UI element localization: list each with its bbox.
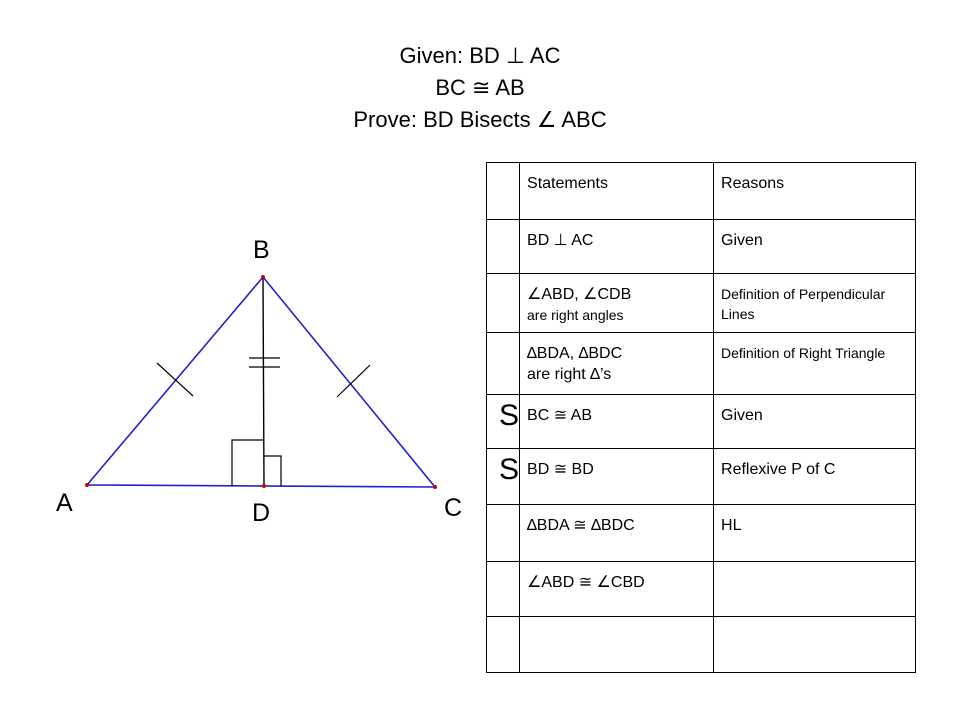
vertex-label-d: D: [252, 499, 270, 527]
mark-cell: S: [485, 394, 521, 449]
mark-cell: [485, 273, 521, 333]
vertex-label-a: A: [56, 489, 73, 517]
side-mark: S: [499, 453, 520, 486]
table-row: ∠ABD ≅ ∠CBD: [485, 561, 917, 617]
side-ac: [86, 484, 436, 488]
right-angle-mark-small: [264, 455, 282, 486]
reason-cell: Given: [713, 394, 917, 449]
statement-cell: BC ≅ AB: [519, 394, 715, 449]
tick-bc: [336, 364, 371, 398]
mark-cell: [485, 616, 521, 673]
mark-cell: [485, 219, 521, 274]
vertex-label-c: C: [444, 494, 462, 522]
mark-cell: S: [485, 448, 521, 505]
side-mark: S: [499, 399, 520, 432]
vertex-a-dot: [85, 483, 89, 487]
vertex-c-dot: [433, 485, 437, 489]
reason-cell: Definition of Right Triangle: [713, 332, 917, 395]
altitude-bd: [262, 276, 265, 487]
proof-table: Statements Reasons BD ⊥ AC Given ∠ABD, ∠…: [485, 162, 917, 673]
statement-cell: BD ≅ BD: [519, 448, 715, 505]
tick-ab: [156, 362, 194, 397]
mark-cell: [485, 162, 521, 220]
table-row: S BC ≅ AB Given: [485, 394, 917, 449]
vertex-label-b: B: [253, 236, 270, 264]
side-bc: [262, 276, 436, 488]
statement-cell: BD ⊥ AC: [519, 219, 715, 274]
side-ab: [86, 276, 264, 486]
statement-cell: ∆BDA ≅ ∆BDC: [519, 504, 715, 562]
table-row: ∆BDA ≅ ∆BDC HL: [485, 504, 917, 562]
statements-header: Statements: [519, 162, 715, 220]
reason-cell: Reflexive P of C: [713, 448, 917, 505]
given-congruent: BC ≅ AB: [435, 75, 525, 100]
given-perpendicular: Given: BD ⊥ AC: [399, 43, 561, 68]
right-angle-mark-large: [231, 439, 264, 486]
statement-cell: [519, 616, 715, 673]
table-row: S BD ≅ BD Reflexive P of C: [485, 448, 917, 505]
mark-cell: [485, 504, 521, 562]
proof-header: Given: BD ⊥ AC BC ≅ AB Prove: BD Bisects…: [0, 40, 960, 136]
reason-cell: Definition of Perpendicular Lines: [713, 273, 917, 333]
vertex-d-dot: [262, 484, 266, 488]
prove-statement: Prove: BD Bisects ∠ ABC: [353, 107, 607, 132]
statement-cell: ∠ABD ≅ ∠CBD: [519, 561, 715, 617]
table-row: BD ⊥ AC Given: [485, 219, 917, 274]
reason-cell: [713, 561, 917, 617]
mark-cell: [485, 332, 521, 395]
reason-cell: HL: [713, 504, 917, 562]
reasons-header: Reasons: [713, 162, 917, 220]
triangle-diagram: B A C D: [56, 236, 462, 527]
mark-cell: [485, 561, 521, 617]
table-header-row: Statements Reasons: [485, 162, 917, 220]
table-row: [485, 616, 917, 673]
reason-cell: Given: [713, 219, 917, 274]
vertex-b-dot: [261, 275, 265, 279]
reason-cell: [713, 616, 917, 673]
